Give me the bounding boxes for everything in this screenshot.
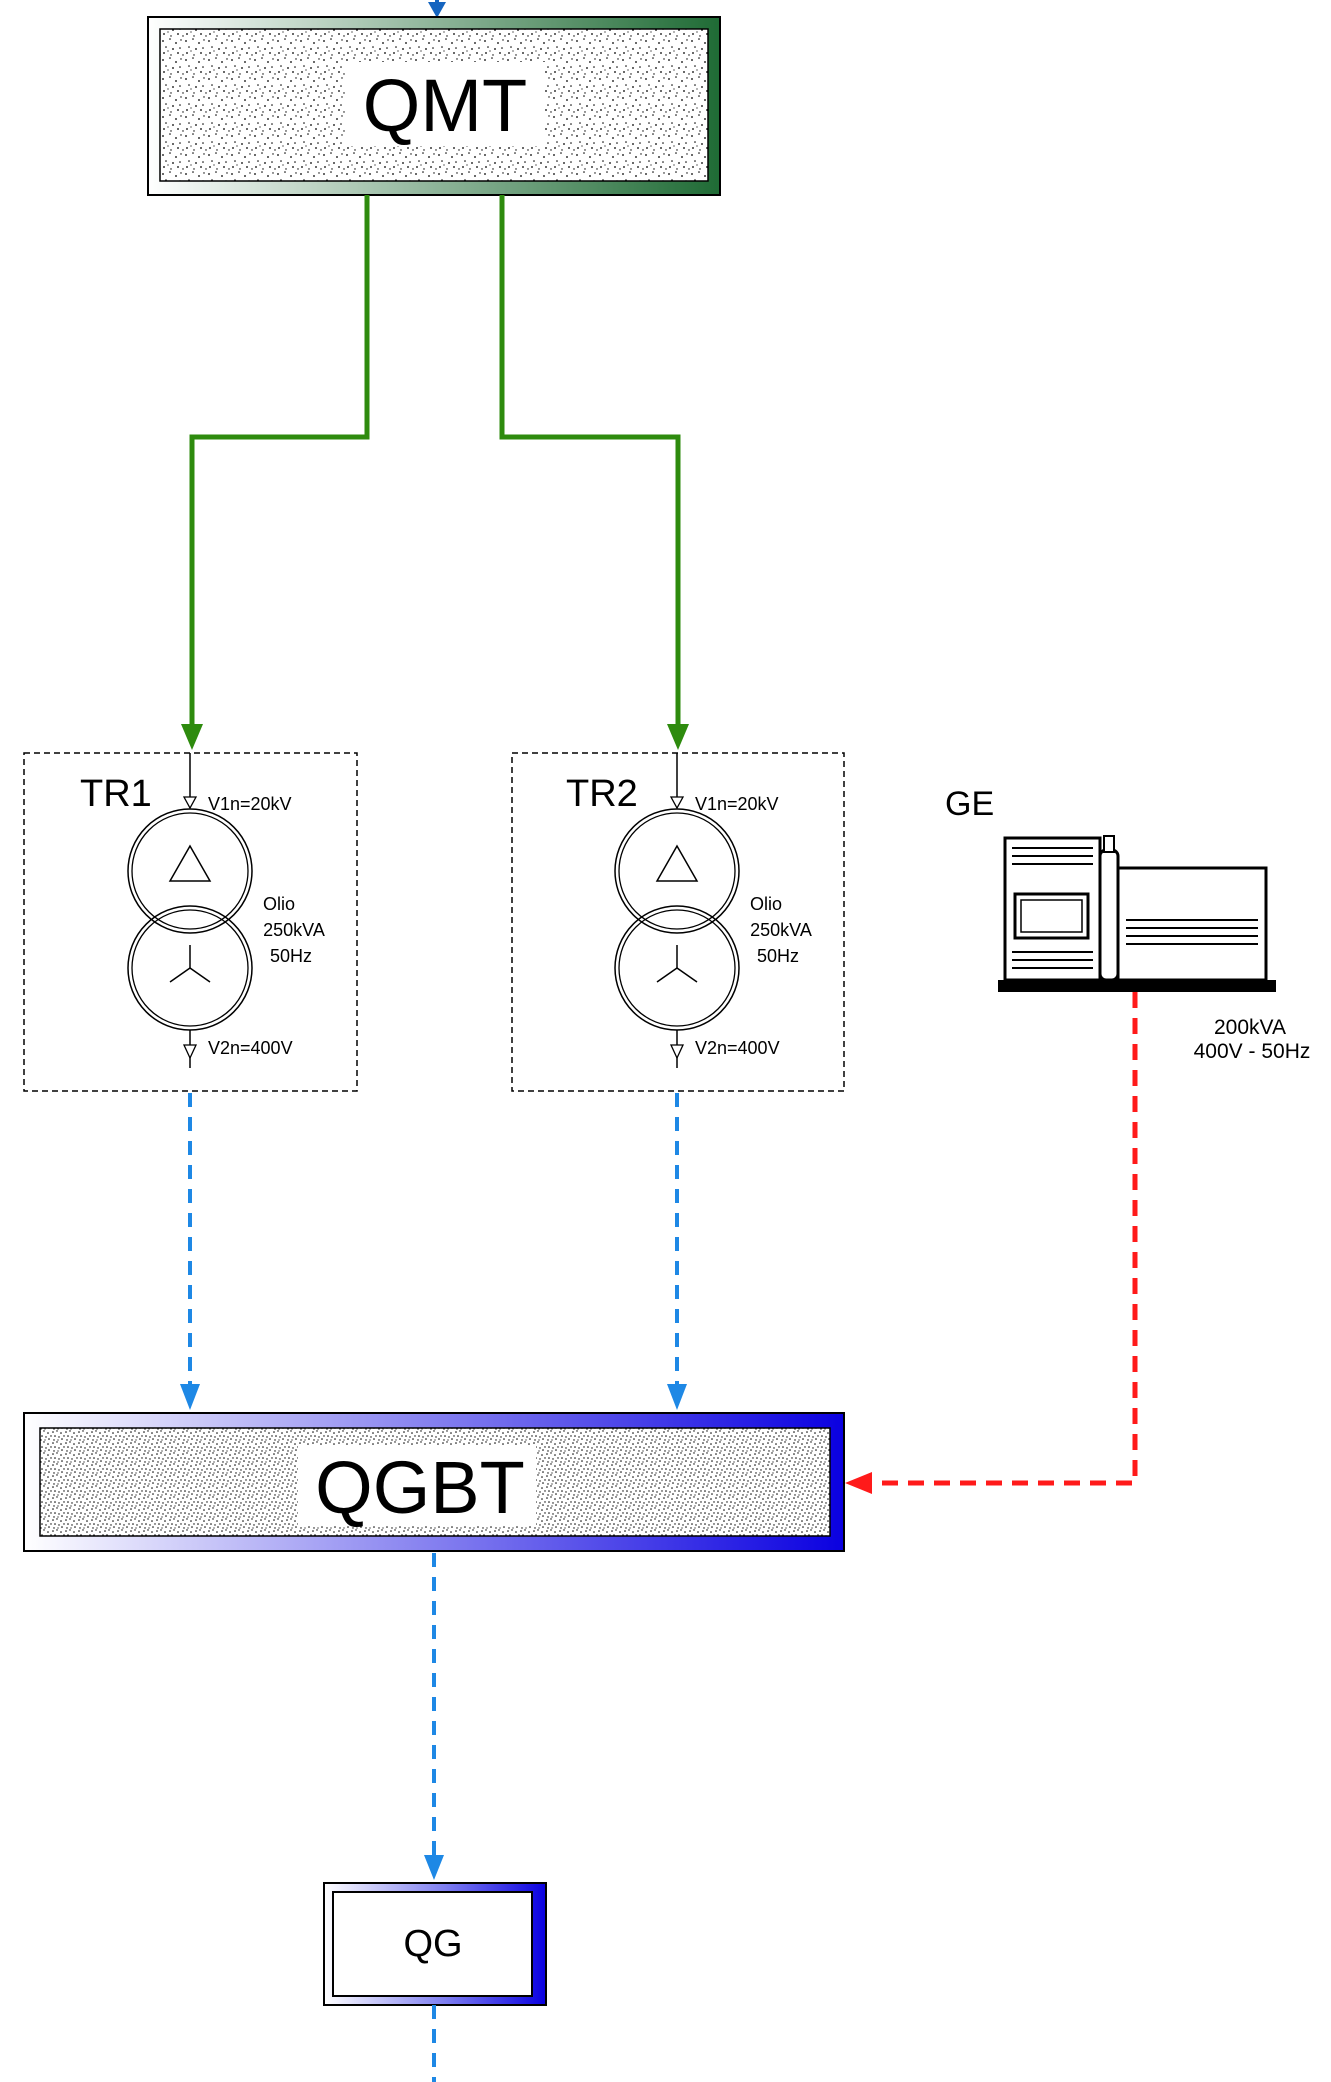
tr1-primary-arrow <box>182 796 198 810</box>
tr1-delta-icon <box>168 844 212 882</box>
tr2-delta-icon <box>655 844 699 882</box>
tr2-spec-2: 50Hz <box>757 946 799 966</box>
transformer-tr2[interactable]: TR2 V1n=20kV Olio 250kVA 50Hz V2n=400V <box>511 752 845 1092</box>
mv-line-tr1 <box>181 195 370 750</box>
ge-name: GE <box>945 785 994 823</box>
mv-line-tr2 <box>499 195 689 750</box>
tr1-spec-0: Olio <box>263 894 295 914</box>
lv-line-tr1 <box>180 1093 200 1410</box>
generator-exhaust <box>1098 848 1120 982</box>
qmt-panel[interactable]: QMT <box>147 16 721 196</box>
generator-ge[interactable]: GE 200kVA 400V - 50Hz <box>945 785 1310 1063</box>
generator-engine <box>1116 866 1268 982</box>
tr2-spec-1: 250kVA <box>750 920 812 940</box>
qg-panel[interactable]: QG <box>323 1882 547 2006</box>
generator-line <box>845 992 1138 1494</box>
tr2-primary-arrow <box>669 796 685 810</box>
tr2-v1: V1n=20kV <box>695 794 779 814</box>
qgbt-label: QGBT <box>315 1446 525 1529</box>
generator-base <box>998 980 1276 992</box>
ge-spec-1: 400V - 50Hz <box>1194 1040 1311 1063</box>
lv-line-tr2 <box>667 1093 687 1410</box>
ge-spec-0: 200kVA <box>1214 1016 1286 1039</box>
tr1-name: TR1 <box>80 773 152 815</box>
tr1-spec-1: 250kVA <box>263 920 325 940</box>
tr2-primary-winding <box>614 808 740 934</box>
tr2-wye-icon <box>656 945 698 983</box>
qg-label: QG <box>403 1923 462 1965</box>
tr2-v2: V2n=400V <box>695 1038 780 1058</box>
tr1-v1: V1n=20kV <box>208 794 292 814</box>
feed-line-qgbt-qg <box>424 1553 444 1880</box>
tr1-primary-winding <box>127 808 253 934</box>
qgbt-panel[interactable]: QGBT <box>23 1412 845 1552</box>
tr2-name: TR2 <box>566 773 638 815</box>
tr2-secondary-arrow <box>669 1044 685 1060</box>
tr1-secondary-arrow <box>182 1044 198 1060</box>
qmt-label: QMT <box>363 64 527 147</box>
tr2-spec-0: Olio <box>750 894 782 914</box>
tr1-v2: V2n=400V <box>208 1038 293 1058</box>
transformer-tr1[interactable]: TR1 V1n=20kV Olio 250kVA 50Hz V2n=400V <box>23 752 358 1092</box>
tr1-wye-icon <box>169 945 211 983</box>
tr1-spec-2: 50Hz <box>270 946 312 966</box>
incoming-feed-line <box>428 0 446 18</box>
